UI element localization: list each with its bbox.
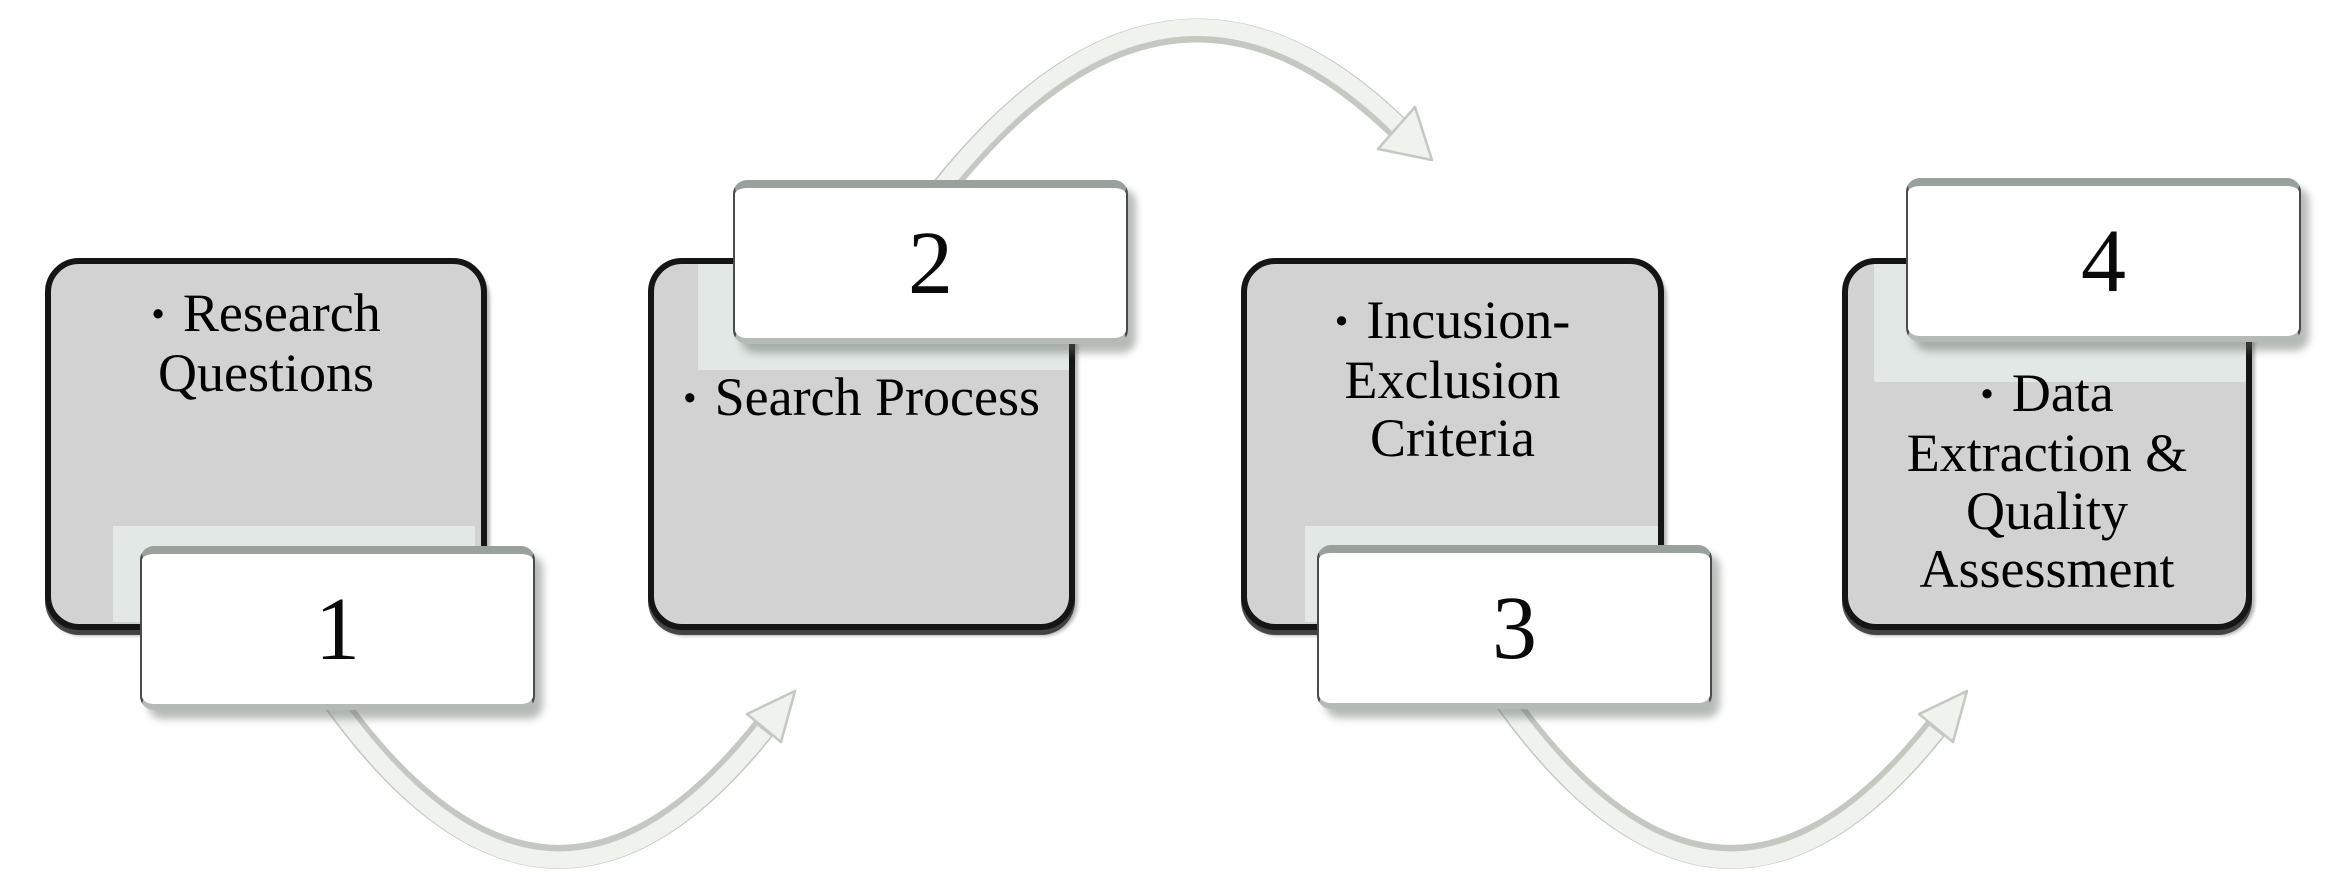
bullet-icon: • <box>151 293 165 337</box>
arrow-step3-to-step4-icon <box>1494 689 1969 869</box>
step-number: 2 <box>908 213 953 313</box>
step-label: •Search Process <box>682 367 1041 427</box>
step-number: 3 <box>1492 578 1537 678</box>
bullet-icon: • <box>1980 373 1994 417</box>
step-label: •Incusion- Exclusion Criteria <box>1334 290 1571 469</box>
step-number: 4 <box>2081 211 2126 311</box>
step-number-tab-2: 2 <box>733 180 1128 344</box>
bullet-icon: • <box>682 377 697 421</box>
arrow-step1-to-step2-icon <box>322 689 797 869</box>
step-label: •Research Questions <box>151 283 381 404</box>
bullet-icon: • <box>1334 300 1349 344</box>
step-label: •Data Extraction & Quality Assessment <box>1906 363 2188 600</box>
step-number-tab-4: 4 <box>1906 178 2301 342</box>
step-number-tab-1: 1 <box>140 546 535 710</box>
step-number-tab-3: 3 <box>1317 545 1712 709</box>
arrow-step2-to-step3-icon <box>930 18 1434 200</box>
step-number: 1 <box>315 579 360 679</box>
